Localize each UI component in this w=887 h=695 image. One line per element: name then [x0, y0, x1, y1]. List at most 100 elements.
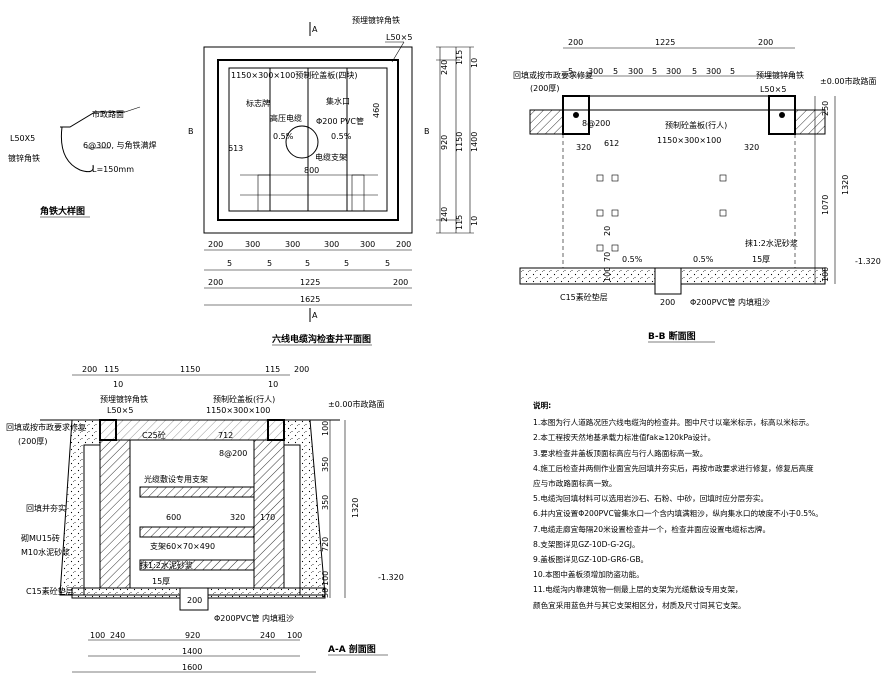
- plan-bdim-5: 200: [396, 240, 411, 249]
- plan-b2-4: 5: [385, 259, 390, 268]
- plan-sign-label: 标志牌: [246, 98, 270, 108]
- aa-pipe: Φ200PVC管 内填粗沙: [214, 613, 294, 623]
- plan-top-angle: L50×5: [386, 33, 412, 42]
- plan-section-a-bottom: A: [312, 311, 318, 320]
- plan-b3-1: 1225: [300, 278, 320, 287]
- aa-rebar: 8@200: [219, 449, 247, 458]
- note-item: 应与市政路面标高一致。: [533, 479, 617, 489]
- bb-top-2: 200: [758, 38, 773, 47]
- note-item: 6.井内宜设置Φ200PVC管集水口一个含内填满粗沙，纵向集水口的坡度不小于0.…: [533, 509, 823, 519]
- plan-rdim-7: 115: [455, 215, 464, 230]
- aa-rdim-2: 1320: [351, 498, 360, 518]
- plan-rdim-3: 920: [440, 135, 449, 150]
- aa-mortar: 抹1:2水泥砂浆: [140, 560, 193, 570]
- note-item: 5.电缆沟回填材料可以选用岩沙石、石粉、中砂，回填时应分层夯实。: [533, 494, 769, 504]
- aa-bed: C15素砼垫层: [26, 586, 74, 596]
- aa-top2-1: 10: [268, 380, 278, 389]
- section-aa: 200 115 1150 115 200 10 10 预埋镀锌角铁 L50×5 …: [6, 365, 404, 673]
- plan-dim-613: 613: [228, 144, 243, 153]
- plan-b2-3: 5: [344, 259, 349, 268]
- plan-bdim-3: 300: [324, 240, 339, 249]
- plan-bdim-2: 300: [285, 240, 300, 249]
- bb-dim-70: 70: [603, 252, 612, 262]
- aa-top-1: 115: [104, 365, 119, 374]
- aa-slab-size: 1150×300×100: [206, 406, 270, 415]
- aa-embed-label: 预埋镀锌角铁: [100, 394, 148, 404]
- angle-size-label: L50X5: [10, 134, 35, 143]
- plan-rdim-8: 10: [470, 216, 479, 226]
- plan-b3-0: 200: [208, 278, 223, 287]
- notes-block: 说明: 1.本图为行人道路况匝六线电缆沟的检查井。图中尺寸以毫米标示，标高以米标…: [533, 398, 878, 613]
- bb-rebar-label: 8@200: [582, 119, 610, 128]
- bb-dim-320a: 320: [576, 143, 591, 152]
- bb-slope-left: 0.5%: [622, 255, 643, 264]
- note-item: 1.本图为行人道路况匝六线电缆沟的检查井。图中尺寸以毫米标示，标高以米标示。: [533, 418, 814, 428]
- note-item: 11.电缆沟内靠建筑物一侧最上层的支架为光缆敷设专用支架，: [533, 585, 743, 595]
- aa-b1-4: 100: [287, 631, 302, 640]
- bb-s-3: 300: [628, 67, 643, 76]
- plan-hv-label: 高压电缆: [270, 113, 302, 123]
- note-item: 7.电缆走廊宜每隔20米设置检查井一个，检查井面应设置电缆标志牌。: [533, 524, 771, 534]
- bb-dim-1320: 1320: [841, 175, 850, 195]
- aa-rdim-0: 100: [321, 421, 330, 436]
- bb-bottom-level: -1.320: [855, 257, 881, 266]
- aa-road-left2: (200厚): [18, 437, 48, 446]
- bb-top-0: 200: [568, 38, 583, 47]
- bb-dim-320b: 320: [744, 143, 759, 152]
- aa-title: A-A 剖面图: [328, 643, 376, 655]
- plan-dim-800: 800: [304, 166, 319, 175]
- plan-bdim-4: 300: [360, 240, 375, 249]
- bb-level-label: ±0.00市政路面: [820, 76, 877, 86]
- aa-dim-712: 712: [218, 431, 233, 440]
- plan-b3-2: 200: [393, 278, 408, 287]
- aa-rdim-6: 50: [321, 588, 330, 598]
- bb-dim-100b: 100: [821, 267, 830, 282]
- plan-rdim-2: 10: [470, 58, 479, 68]
- aa-angle-label: L50×5: [107, 406, 133, 415]
- plan-top-label: 预埋镀锌角铁: [352, 15, 400, 25]
- plan-view: A A B B 预埋镀锌角铁 L50×5 1150×300×100预制砼盖板(四…: [188, 15, 479, 346]
- plan-rdim-6: 240: [440, 207, 449, 222]
- angle-detail-title: 角铁大样图: [40, 205, 85, 217]
- aa-brick: 砌MU15砖: [21, 533, 60, 543]
- aa-level-label: ±0.00市政路面: [328, 399, 385, 409]
- plan-rdim-4: 1150: [455, 132, 464, 152]
- aa-b1-0: 100: [90, 631, 105, 640]
- bb-dim-1070: 1070: [821, 195, 830, 215]
- aa-rdim-1: 350: [321, 457, 330, 472]
- aa-mortar-thick: 15厚: [152, 577, 170, 586]
- angle-rebar-label: 6@300, 与角铁满焊: [83, 140, 156, 150]
- aa-total: 1600: [182, 663, 202, 672]
- bb-road-left: 回填或按市政要求修复: [513, 70, 593, 80]
- plan-rdim-5: 1400: [470, 132, 479, 152]
- plan-bdim-0: 200: [208, 240, 223, 249]
- bb-s-7: 300: [706, 67, 721, 76]
- aa-bottom-level: -1.320: [378, 573, 404, 582]
- note-item: 4.施工后检查井两侧作业面宜先回填并夯实后，再按市政要求进行修复，修复后高度: [533, 463, 814, 473]
- aa-dim-600: 600: [166, 513, 181, 522]
- plan-b2-1: 5: [267, 259, 272, 268]
- bb-embed-label: 预埋镀锌角铁: [756, 70, 804, 80]
- notes-title: 说明:: [533, 401, 552, 410]
- aa-top-2: 1150: [180, 365, 200, 374]
- bb-top-1: 1225: [655, 38, 675, 47]
- aa-bracket: 支架60×70×490: [150, 541, 215, 551]
- bb-title: B-B 断面图: [648, 330, 696, 342]
- bb-mortar-thick: 15厚: [752, 255, 770, 264]
- bb-dim-200: 200: [660, 298, 675, 307]
- bb-s-1: 300: [588, 67, 603, 76]
- plan-section-b-right: B: [424, 127, 430, 136]
- bb-s-0: 5: [568, 67, 573, 76]
- plan-rdim-1: 115: [455, 50, 464, 65]
- note-item: 9.盖板图详见GZ-10D-GR6-GB。: [533, 555, 649, 565]
- plan-title: 六线电缆沟检查井平面图: [272, 333, 371, 345]
- note-item: 8.支架图详见GZ-10D-G-2GJ。: [533, 539, 640, 549]
- bb-s-4: 5: [652, 67, 657, 76]
- note-item: 3.要求检查井盖板顶面标高应与行人路面标高一致。: [533, 448, 708, 458]
- aa-b1-3: 240: [260, 631, 275, 640]
- angle-detail: 市政路面 L50X5 镀锌角铁 6@300, 与角铁满焊 L=150mm 角铁大…: [8, 106, 156, 218]
- angle-length-label: L=150mm: [92, 165, 134, 174]
- bb-angle-label: L50×5: [760, 85, 786, 94]
- bb-road-left2: (200厚): [530, 84, 560, 93]
